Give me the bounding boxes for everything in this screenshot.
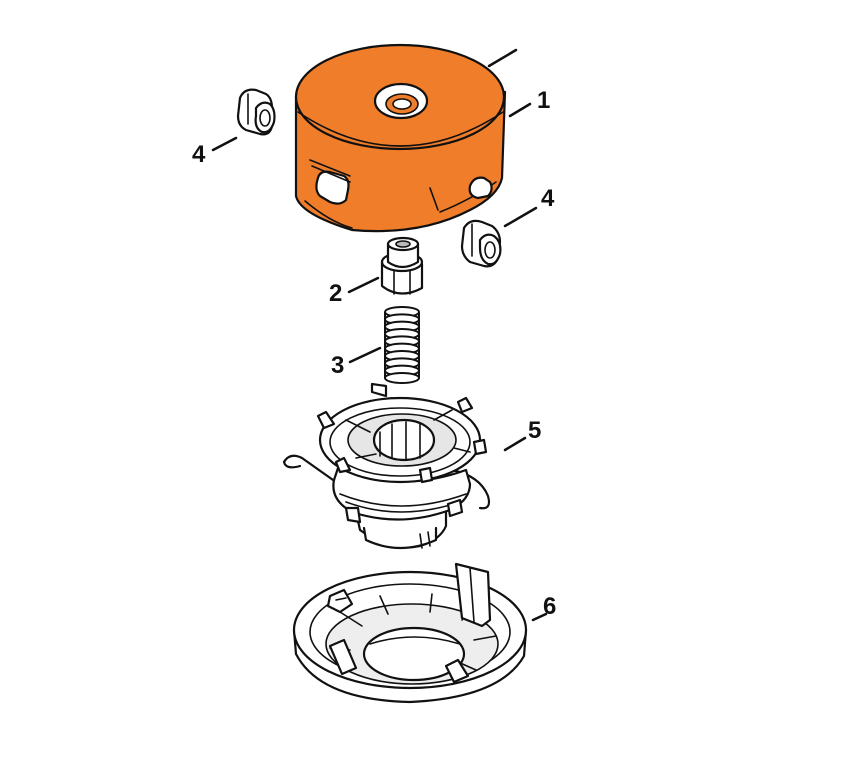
cap-window-right bbox=[468, 176, 493, 200]
eyelet-left bbox=[236, 88, 276, 136]
threaded-nut bbox=[380, 236, 424, 295]
line-spool bbox=[282, 382, 491, 550]
leader-lines bbox=[211, 48, 548, 622]
spool-bore bbox=[372, 418, 436, 462]
eyelet-right bbox=[460, 219, 502, 268]
callout-5: 5 bbox=[528, 417, 541, 444]
trimmer-head-cap bbox=[294, 43, 507, 233]
callout-6: 6 bbox=[543, 593, 556, 620]
base-center-hole bbox=[362, 626, 466, 682]
compression-spring bbox=[384, 306, 420, 384]
callout-1: 1 bbox=[537, 87, 550, 114]
callout-2: 2 bbox=[329, 280, 342, 307]
trimmer-line bbox=[282, 454, 352, 494]
spring-coil bbox=[384, 372, 420, 384]
head-base bbox=[292, 562, 528, 704]
callout-4-right: 4 bbox=[541, 185, 555, 212]
callout-4-left: 4 bbox=[192, 141, 206, 168]
base-latch-tab bbox=[454, 562, 492, 628]
callout-3: 3 bbox=[331, 352, 344, 379]
